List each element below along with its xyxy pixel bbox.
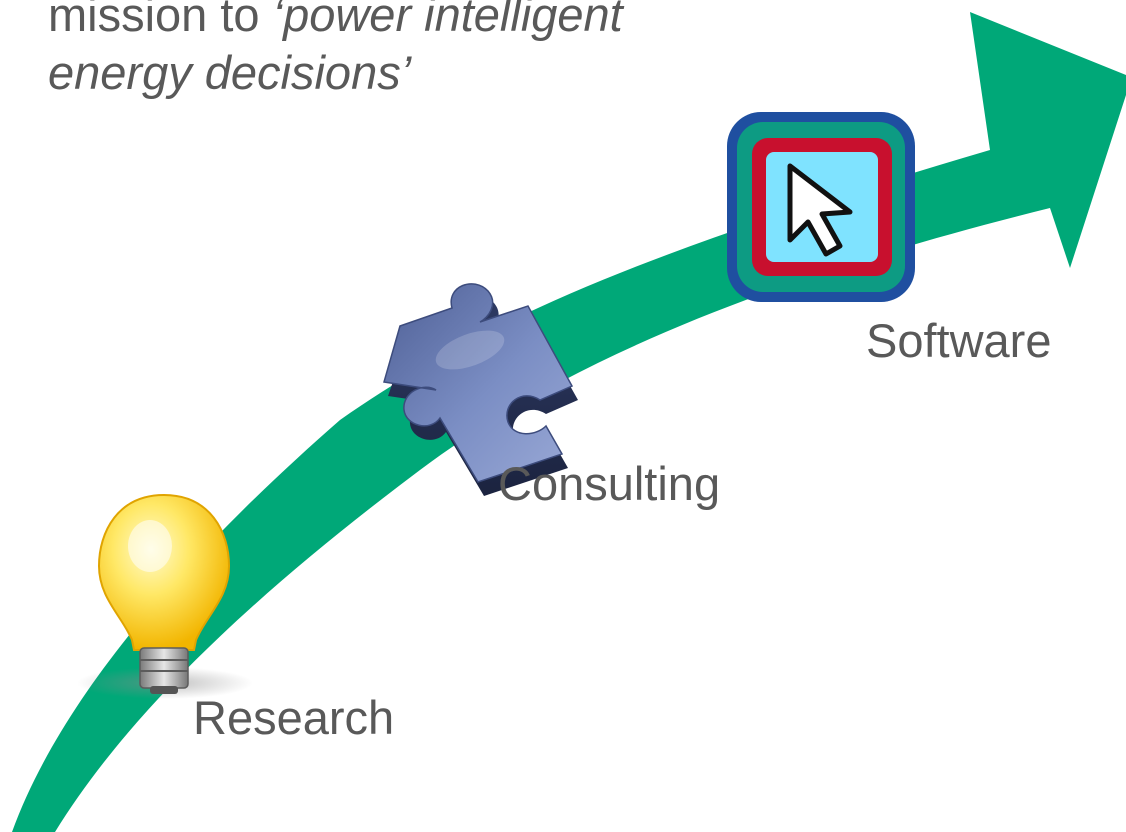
heading-line1-emphasis: ‘power intelligent [272, 0, 623, 41]
lightbulb-icon [77, 493, 253, 699]
growth-arrow [12, 12, 1126, 832]
heading-line1-plain: mission to [48, 0, 273, 41]
cursor-icon [727, 112, 915, 302]
software-label: Software [866, 314, 1052, 367]
puzzle-piece-icon [383, 283, 578, 496]
heading-line2-emphasis: energy decisions’ [48, 46, 412, 99]
puzzle-piece-sheen [435, 330, 505, 370]
mission-heading: mission to ‘power intelligent energy dec… [48, 0, 868, 102]
lightbulb-highlight [128, 520, 172, 572]
puzzle-piece-face [383, 283, 574, 483]
research-label: Research [193, 691, 395, 744]
mouse-pointer-arrow [787, 163, 853, 257]
lightbulb-tip [150, 686, 178, 694]
consulting-label: Consulting [498, 457, 721, 510]
lightbulb-base [139, 647, 189, 689]
